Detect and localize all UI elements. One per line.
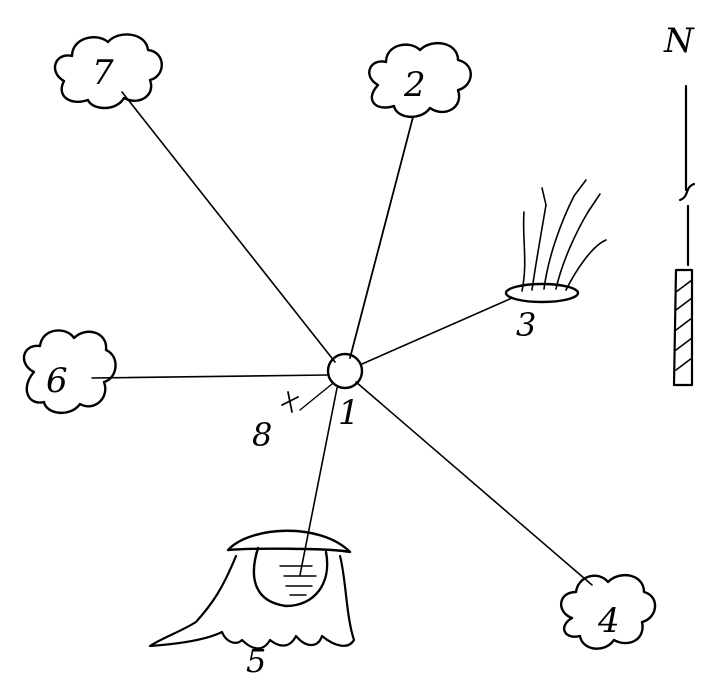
center-node	[328, 354, 362, 388]
shrub-3	[506, 180, 606, 302]
node-label-2: 2	[403, 65, 426, 105]
line-1-8	[300, 384, 332, 410]
node-label-7: 7	[92, 53, 114, 93]
center-label: 1	[338, 393, 360, 433]
compass-label: N	[663, 21, 695, 61]
cross-marker	[282, 392, 298, 412]
line-1-3	[362, 298, 512, 364]
line-1-5	[300, 388, 337, 575]
line-1-6	[92, 375, 328, 378]
node-label-6: 6	[46, 361, 68, 401]
line-1-7	[122, 92, 335, 362]
node-label-3: 3	[516, 306, 536, 344]
north-arrow-icon	[674, 86, 694, 385]
node-label-4: 4	[597, 601, 620, 641]
line-1-4	[356, 382, 592, 585]
tree-crown-6	[24, 330, 116, 412]
stump-5	[150, 531, 354, 649]
point-label-8: 8	[252, 416, 272, 454]
node-label-5: 5	[246, 642, 266, 678]
line-1-2	[350, 117, 413, 358]
